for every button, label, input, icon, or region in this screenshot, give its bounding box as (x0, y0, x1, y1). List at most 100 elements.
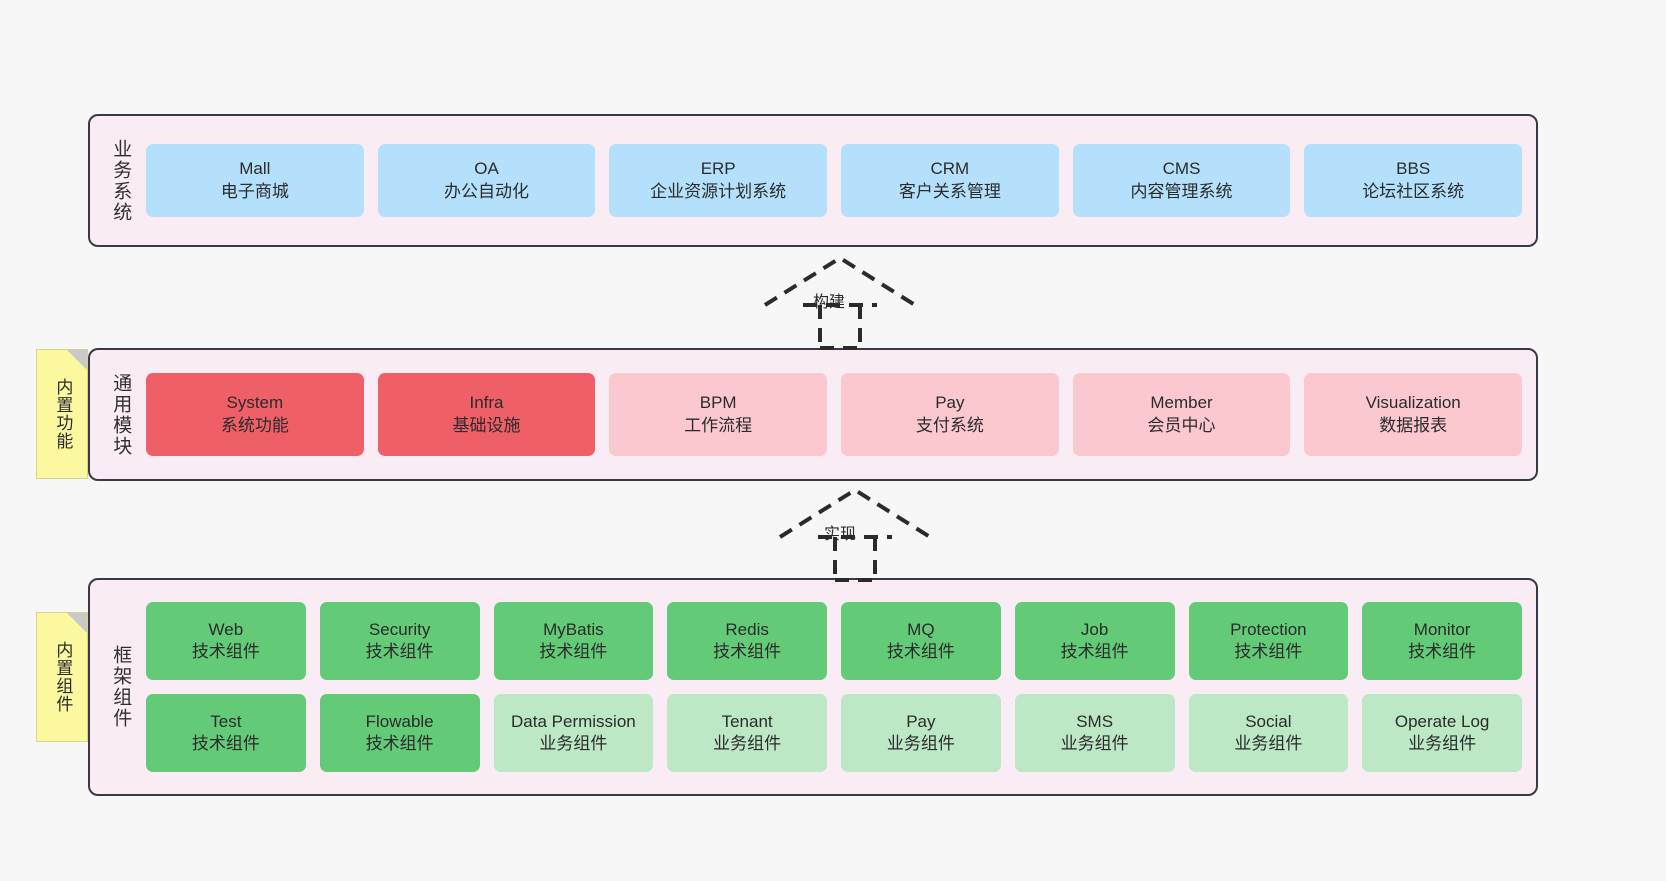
card-job-desc: 技术组件 (1060, 642, 1129, 661)
card-monitor[interactable]: Monitor 技术组件 (1362, 602, 1522, 680)
card-crm-desc: 客户关系管理 (898, 181, 1001, 201)
card-cms-name: CMS (1162, 159, 1201, 179)
card-pay-name: Pay (935, 393, 965, 413)
card-erp-desc: 企业资源计划系统 (650, 181, 787, 201)
card-oa-desc: 办公自动化 (444, 181, 529, 201)
card-system-name: System (226, 393, 284, 413)
sticky-note-builtin-component-label: 内置组件 (53, 641, 73, 713)
card-crm[interactable]: CRM 客户关系管理 (841, 144, 1059, 217)
card-sms-name: SMS (1076, 711, 1114, 731)
card-tenant-desc: 业务组件 (713, 734, 782, 753)
sticky-note-builtin-component: 内置组件 (36, 612, 88, 742)
card-flowable-desc: 技术组件 (365, 734, 434, 753)
card-pay-desc: 支付系统 (915, 415, 984, 435)
card-operate-log-desc: 业务组件 (1408, 734, 1477, 753)
card-mybatis[interactable]: MyBatis 技术组件 (493, 602, 654, 680)
card-crm-name: CRM (930, 159, 970, 179)
card-security[interactable]: Security 技术组件 (319, 602, 480, 680)
connector-build: 构建 (745, 250, 935, 350)
layer-title-common: 通用模块 (110, 372, 132, 457)
layer-title-business: 业务系统 (110, 138, 132, 223)
card-protection[interactable]: Protection 技术组件 (1188, 602, 1349, 680)
card-mq-desc: 技术组件 (886, 642, 955, 661)
sticky-note-builtin-function-label: 内置功能 (53, 378, 73, 450)
card-member-desc: 会员中心 (1147, 415, 1216, 435)
card-data-permission-name: Data Permission (511, 711, 636, 731)
layer-title-framework: 框架组件 (110, 645, 132, 729)
business-card-list: Mall 电子商城 OA 办公自动化 ERP 企业资源计划系统 CRM 客户关系… (140, 116, 1536, 245)
sticky-fold-icon (67, 350, 87, 370)
card-security-name: Security (368, 619, 431, 639)
card-social[interactable]: Social 业务组件 (1188, 694, 1349, 772)
card-pay[interactable]: Pay 支付系统 (841, 373, 1059, 456)
card-system-desc: 系统功能 (220, 415, 289, 435)
card-security-desc: 技术组件 (365, 642, 434, 661)
card-flowable[interactable]: Flowable 技术组件 (319, 694, 480, 772)
card-flowable-name: Flowable (365, 711, 434, 731)
connector-build-label: 构建 (813, 294, 846, 311)
card-data-permission-desc: 业务组件 (539, 734, 608, 753)
card-infra-desc: 基础设施 (452, 415, 521, 435)
card-mq[interactable]: MQ 技术组件 (841, 602, 1001, 680)
card-data-permission[interactable]: Data Permission 业务组件 (493, 694, 654, 772)
card-web[interactable]: Web 技术组件 (146, 602, 306, 680)
card-infra[interactable]: Infra 基础设施 (377, 373, 596, 456)
card-bbs[interactable]: BBS 论坛社区系统 (1304, 144, 1523, 217)
card-visualization[interactable]: Visualization 数据报表 (1304, 373, 1523, 456)
card-monitor-name: Monitor (1413, 619, 1471, 639)
card-mq-name: MQ (907, 619, 935, 639)
card-member-name: Member (1150, 393, 1213, 413)
layer-business-systems: 业务系统 Mall 电子商城 OA 办公自动化 ERP 企业资源计划系统 CRM… (88, 114, 1538, 247)
card-test[interactable]: Test 技术组件 (146, 694, 306, 772)
connector-implement: 实现 (760, 482, 950, 582)
card-web-name: Web (208, 619, 244, 639)
card-test-name: Test (210, 711, 242, 731)
card-protection-name: Protection (1230, 619, 1307, 639)
card-erp[interactable]: ERP 企业资源计划系统 (609, 144, 828, 217)
card-redis-desc: 技术组件 (713, 642, 782, 661)
card-cms[interactable]: CMS 内容管理系统 (1072, 144, 1291, 217)
sticky-note-builtin-function: 内置功能 (36, 349, 88, 479)
card-member[interactable]: Member 会员中心 (1072, 373, 1291, 456)
card-monitor-desc: 技术组件 (1408, 642, 1477, 661)
connector-implement-label: 实现 (824, 526, 857, 543)
connector-implement-arrow (778, 487, 932, 582)
card-mall-desc: 电子商城 (220, 181, 289, 201)
framework-card-grid: Web 技术组件 Security 技术组件 MyBatis 技术组件 Redi… (140, 580, 1536, 794)
card-tenant-name: Tenant (721, 711, 773, 731)
card-visualization-desc: 数据报表 (1379, 415, 1448, 435)
card-redis[interactable]: Redis 技术组件 (667, 602, 827, 680)
card-system[interactable]: System 系统功能 (146, 373, 364, 456)
framework-card-row-tech: Web 技术组件 Security 技术组件 MyBatis 技术组件 Redi… (146, 602, 1522, 680)
common-card-list: System 系统功能 Infra 基础设施 BPM 工作流程 Pay 支付系统… (140, 350, 1536, 479)
card-job-name: Job (1080, 619, 1109, 639)
card-operate-log-name: Operate Log (1394, 711, 1490, 731)
card-infra-name: Infra (469, 393, 504, 413)
card-operate-log[interactable]: Operate Log 业务组件 (1362, 694, 1522, 772)
card-pay-component-desc: 业务组件 (886, 734, 955, 753)
card-protection-desc: 技术组件 (1234, 642, 1303, 661)
card-pay-component[interactable]: Pay 业务组件 (841, 694, 1001, 772)
card-sms-desc: 业务组件 (1060, 734, 1129, 753)
card-test-desc: 技术组件 (191, 734, 260, 753)
card-oa-name: OA (474, 159, 499, 179)
card-mall[interactable]: Mall 电子商城 (146, 144, 364, 217)
card-web-desc: 技术组件 (191, 642, 260, 661)
card-pay-component-name: Pay (906, 711, 936, 731)
card-mall-name: Mall (239, 159, 271, 179)
card-job[interactable]: Job 技术组件 (1014, 602, 1175, 680)
card-oa[interactable]: OA 办公自动化 (377, 144, 596, 217)
card-bpm[interactable]: BPM 工作流程 (609, 373, 828, 456)
card-social-desc: 业务组件 (1234, 734, 1303, 753)
card-visualization-name: Visualization (1365, 393, 1461, 413)
card-mybatis-name: MyBatis (543, 619, 604, 639)
card-tenant[interactable]: Tenant 业务组件 (667, 694, 827, 772)
card-bpm-desc: 工作流程 (684, 415, 753, 435)
card-mybatis-desc: 技术组件 (539, 642, 608, 661)
sticky-fold-icon (67, 613, 87, 633)
layer-framework-components: 框架组件 Web 技术组件 Security 技术组件 MyBatis 技术组件… (88, 578, 1538, 796)
card-sms[interactable]: SMS 业务组件 (1014, 694, 1175, 772)
card-bpm-name: BPM (699, 393, 737, 413)
card-social-name: Social (1245, 711, 1292, 731)
